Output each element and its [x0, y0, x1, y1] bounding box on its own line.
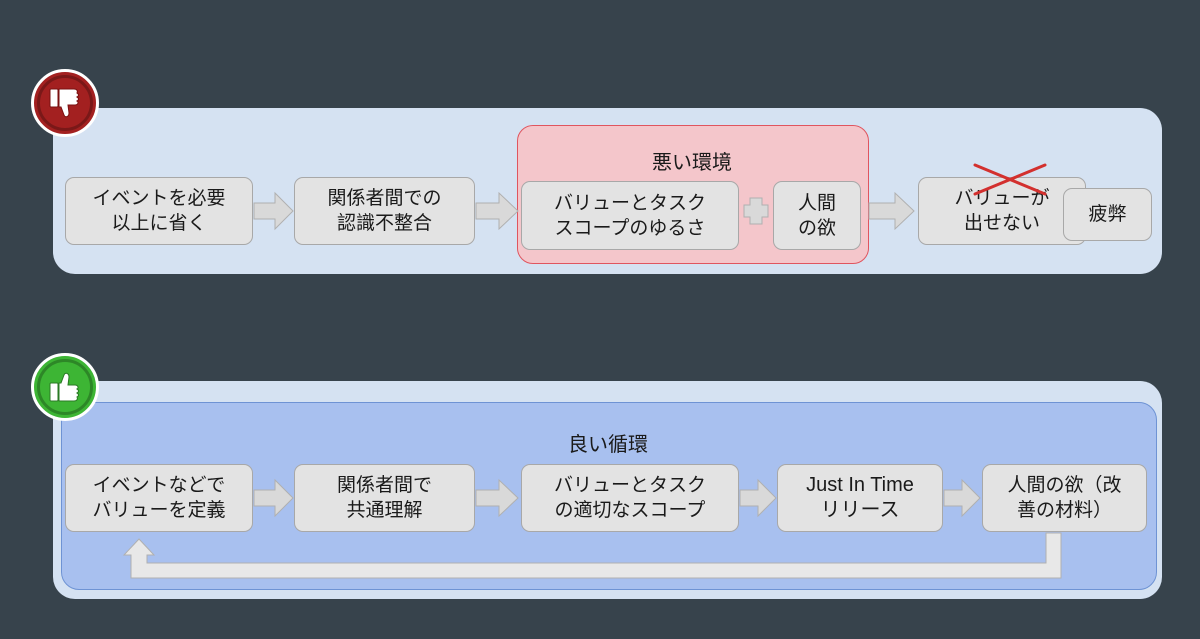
good-step-improvement-material: 人間の欲（改 善の材料） [982, 464, 1147, 532]
bad-step-loose-scope: バリューとタスク スコープのゆるさ [521, 181, 739, 250]
bad-step-misalignment: 関係者間での 認識不整合 [294, 177, 475, 245]
thumbs-up-badge [31, 353, 99, 421]
bad-environment-title: 悪い環境 [652, 150, 732, 174]
good-step-just-in-time-release: Just In Time リリース [777, 464, 943, 532]
bad-step-human-desire: 人間 の欲 [773, 181, 861, 250]
bad-step-exhaustion: 疲弊 [1063, 188, 1152, 241]
thumbs-down-badge [31, 69, 99, 137]
thumbs-up-icon [49, 372, 79, 402]
good-step-proper-scope: バリューとタスク の適切なスコープ [521, 464, 739, 532]
bad-step-no-value: バリューが 出せない [918, 177, 1086, 245]
good-cycle-title: 良い循環 [568, 432, 648, 456]
bad-step-skip-events: イベントを必要 以上に省く [65, 177, 253, 245]
good-step-define-value: イベントなどで バリューを定義 [65, 464, 253, 532]
thumbs-down-icon [49, 88, 79, 118]
good-step-shared-understanding: 関係者間で 共通理解 [294, 464, 475, 532]
